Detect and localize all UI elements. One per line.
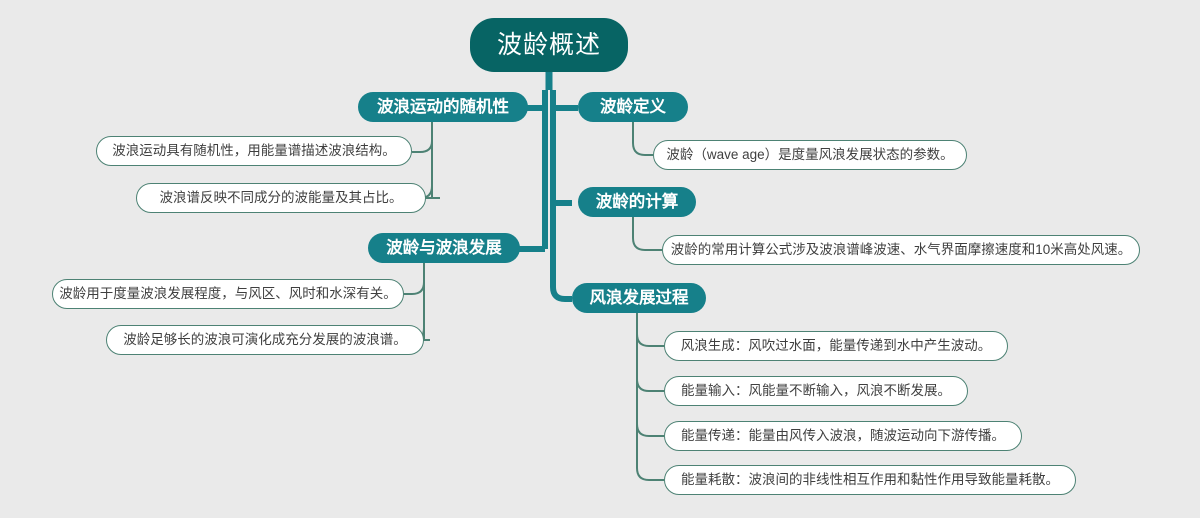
branch-label: 波龄的计算 xyxy=(595,192,679,211)
leaf-label: 波浪运动具有随机性，用能量谱描述波浪结构。 xyxy=(112,143,396,159)
branch-node-random-wave-motion[interactable]: 波浪运动的随机性 xyxy=(358,92,528,122)
leaf-node[interactable]: 波浪运动具有随机性，用能量谱描述波浪结构。 xyxy=(96,136,412,166)
root-node[interactable]: 波龄概述 xyxy=(470,18,628,72)
leaf-label: 波龄的常用计算公式涉及波浪谱峰波速、水气界面摩擦速度和10米高处风速。 xyxy=(670,242,1132,258)
leaf-node[interactable]: 波龄用于度量波浪发展程度，与风区、风时和水深有关。 xyxy=(52,279,404,309)
root-node-label: 波龄概述 xyxy=(496,30,601,59)
leaf-node[interactable]: 波浪谱反映不同成分的波能量及其占比。 xyxy=(136,183,426,213)
leaf-node[interactable]: 风浪生成：风吹过水面，能量传递到水中产生波动。 xyxy=(664,331,1008,361)
connector-b4-stem xyxy=(632,217,662,251)
branch-label: 波浪运动的随机性 xyxy=(377,97,509,116)
connector-b1-to-b1c1 xyxy=(412,140,433,153)
leaf-node[interactable]: 能量耗散：波浪间的非线性相互作用和黏性作用导致能量耗散。 xyxy=(664,465,1076,495)
leaf-label: 能量输入：风能量不断输入，风浪不断发展。 xyxy=(681,383,951,399)
leaf-label: 波龄（wave age）是度量风浪发展状态的参数。 xyxy=(666,147,954,163)
branch-node-wave-age-calculation[interactable]: 波龄的计算 xyxy=(578,187,696,217)
leaf-node[interactable]: 波龄足够长的波浪可演化成充分发展的波浪谱。 xyxy=(106,325,424,355)
connector-right-trunk xyxy=(550,90,572,302)
leaf-node[interactable]: 波龄的常用计算公式涉及波浪谱峰波速、水气界面摩擦速度和10米高处风速。 xyxy=(662,235,1140,265)
connector-b5-to-b5c1 xyxy=(636,333,664,347)
leaf-label: 能量耗散：波浪间的非线性相互作用和黏性作用导致能量耗散。 xyxy=(681,472,1059,488)
branch-node-wave-age-development[interactable]: 波龄与波浪发展 xyxy=(368,233,520,263)
connector-b5-to-b5c2 xyxy=(636,378,664,392)
branch-label: 波龄与波浪发展 xyxy=(386,238,502,257)
leaf-label: 能量传递：能量由风传入波浪，随波运动向下游传播。 xyxy=(681,428,1005,444)
leaf-node[interactable]: 能量输入：风能量不断输入，风浪不断发展。 xyxy=(664,376,968,406)
branch-node-wind-wave-process[interactable]: 风浪发展过程 xyxy=(572,283,706,313)
leaf-node[interactable]: 能量传递：能量由风传入波浪，随波运动向下游传播。 xyxy=(664,421,1022,451)
leaf-node[interactable]: 波龄（wave age）是度量风浪发展状态的参数。 xyxy=(653,140,967,170)
branch-node-wave-age-definition[interactable]: 波龄定义 xyxy=(578,92,688,122)
leaf-label: 风浪生成：风吹过水面，能量传递到水中产生波动。 xyxy=(680,338,992,354)
branch-label: 风浪发展过程 xyxy=(589,288,689,307)
leaf-label: 波龄用于度量波浪发展程度，与风区、风时和水深有关。 xyxy=(59,286,397,302)
connector-b2-to-b2c1 xyxy=(404,281,425,295)
leaf-label: 波浪谱反映不同成分的波能量及其占比。 xyxy=(159,190,403,206)
leaf-label: 波龄足够长的波浪可演化成充分发展的波浪谱。 xyxy=(123,332,407,348)
branch-label: 波龄定义 xyxy=(600,97,666,116)
connector-b5-stem xyxy=(636,313,664,481)
connector-b5-to-b5c3 xyxy=(636,423,664,437)
connector-b3-stem xyxy=(632,122,653,156)
